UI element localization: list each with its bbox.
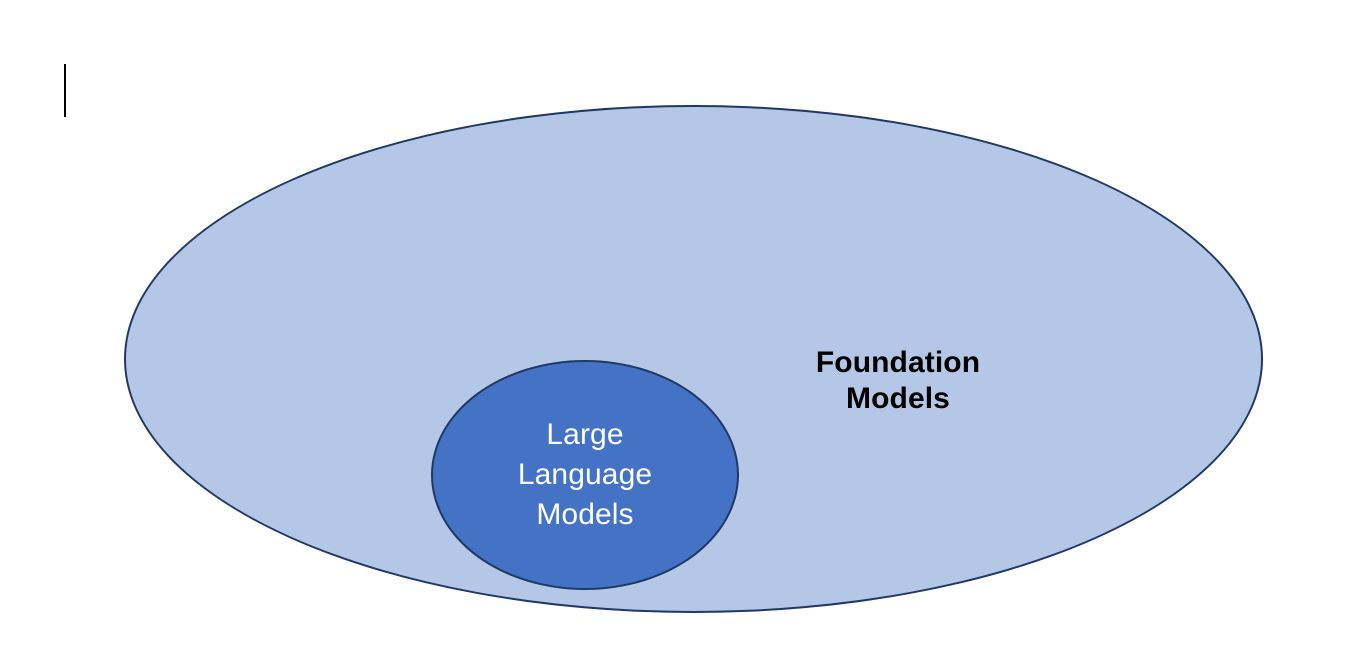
large-language-models-label: Large Language Models	[517, 418, 653, 531]
ellipse-foundation-models[interactable]: Large Language Models	[124, 105, 1263, 613]
foundation-models-label: Foundation Models	[815, 346, 981, 415]
ellipse-large-language-models[interactable]: Large Language Models	[431, 360, 739, 590]
text-insertion-caret	[64, 64, 66, 117]
